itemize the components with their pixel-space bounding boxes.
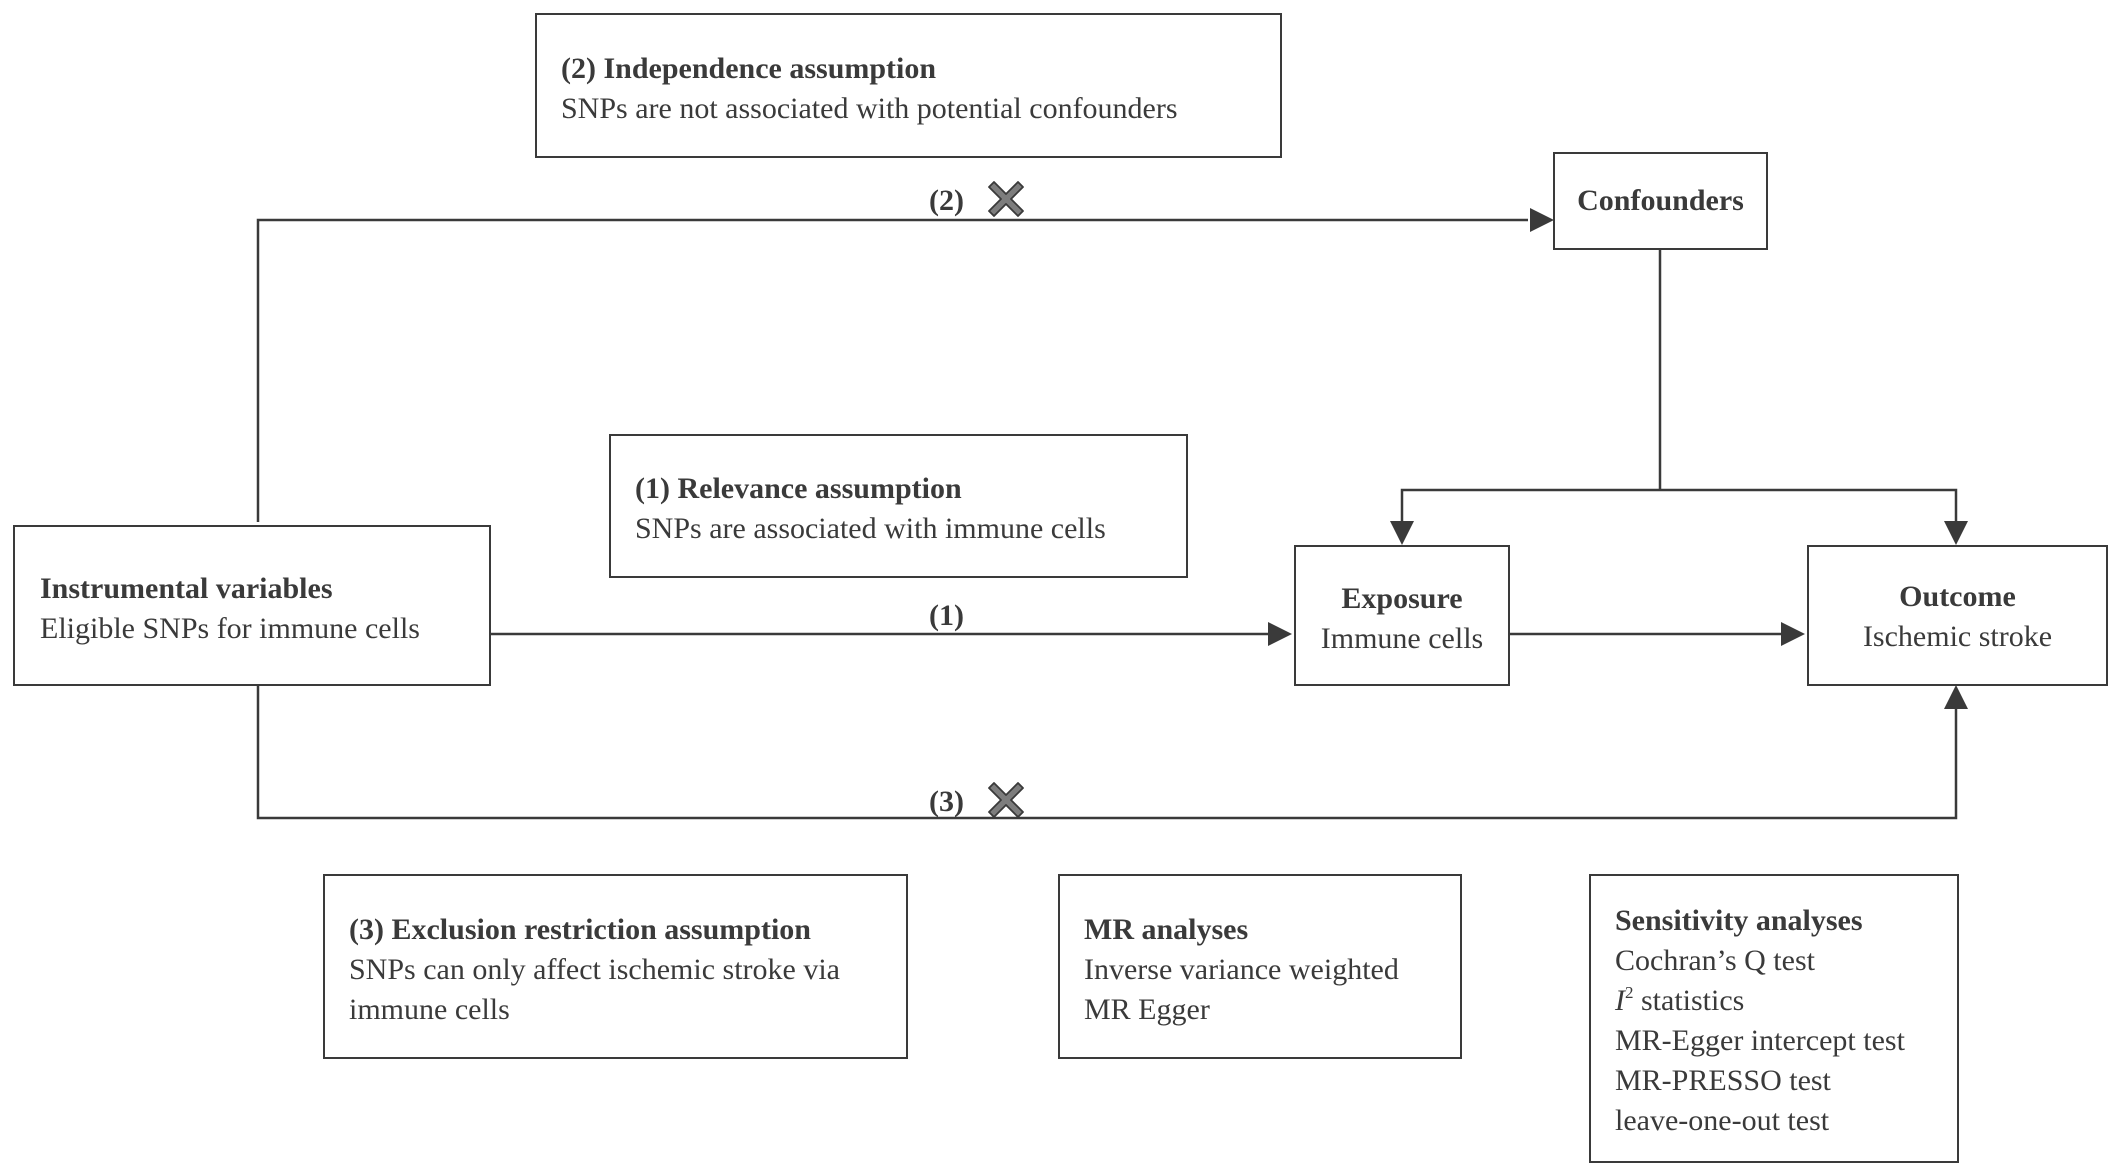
instrumental-variables-box: Instrumental variables Eligible SNPs for… (13, 525, 491, 686)
cross-mark-icon (988, 181, 1024, 217)
i2-superscript: 2 (1625, 983, 1634, 1002)
independence-assumption-text: SNPs are not associated with potential c… (561, 92, 1178, 125)
sensitivity-leave-one-out: leave-one-out test (1615, 1104, 1830, 1137)
sensitivity-cochran-q: Cochran’s Q test (1615, 944, 1815, 977)
cross-mark-icon (988, 782, 1024, 818)
arrowhead-confounders (1530, 208, 1554, 232)
independence-assumption-box: (2) Independence assumption SNPs are not… (535, 13, 1282, 158)
exposure-text: Immune cells (1320, 622, 1484, 655)
outcome-title: Outcome (1899, 580, 2016, 613)
sensitivity-mr-presso: MR-PRESSO test (1615, 1064, 1831, 1097)
independence-assumption-title: (2) Independence assumption (561, 52, 937, 85)
mr-analyses-box: MR analyses Inverse variance weighted MR… (1058, 874, 1462, 1059)
arrowhead-exposure-from-confounders (1390, 521, 1414, 545)
arrowhead-outcome-from-exposure (1781, 622, 1805, 646)
mr-analyses-title: MR analyses (1084, 913, 1249, 946)
confounders-title: Confounders (1577, 184, 1744, 217)
mr-method-ivw: Inverse variance weighted (1084, 953, 1399, 986)
edge-confounders-to-exposure (1400, 488, 1660, 522)
mr-method-egger: MR Egger (1084, 993, 1210, 1026)
arrowhead-outcome-from-instrument (1944, 685, 1968, 709)
i2-letter: I (1615, 984, 1625, 1017)
relevance-assumption-box: (1) Relevance assumption SNPs are associ… (609, 434, 1188, 578)
sensitivity-i2-statistics: I2 statistics (1615, 981, 1957, 1021)
exposure-box: Exposure Immune cells (1294, 545, 1510, 686)
arrowhead-outcome-from-confounders (1944, 521, 1968, 545)
sensitivity-analyses-box: Sensitivity analyses Cochran’s Q test I2… (1589, 874, 1959, 1163)
edge-instrument-to-outcome (256, 686, 1958, 820)
edge-instrument-to-confounders (256, 218, 1528, 522)
outcome-text: Ischemic stroke (1862, 620, 2053, 653)
relevance-assumption-text: SNPs are associated with immune cells (635, 512, 1106, 545)
confounders-box: Confounders (1553, 152, 1768, 250)
path-2-label: (2) (929, 184, 964, 217)
exclusion-restriction-box: (3) Exclusion restriction assumption SNP… (323, 874, 908, 1059)
arrowhead-exposure (1268, 622, 1292, 646)
sensitivity-egger-intercept: MR-Egger intercept test (1615, 1024, 1905, 1057)
exclusion-restriction-text-1: SNPs can only affect ischemic stroke via (349, 953, 840, 986)
i2-rest: statistics (1633, 984, 1745, 1017)
sensitivity-analyses-title: Sensitivity analyses (1615, 904, 1863, 937)
instrumental-variables-title: Instrumental variables (40, 572, 333, 605)
path-3-label: (3) (929, 785, 964, 818)
instrumental-variables-text: Eligible SNPs for immune cells (40, 612, 420, 645)
edge-confounders-to-outcome (1660, 488, 1958, 522)
exclusion-restriction-text-2: immune cells (349, 993, 510, 1026)
path-1-label: (1) (929, 599, 964, 632)
exclusion-restriction-title: (3) Exclusion restriction assumption (349, 913, 811, 946)
relevance-assumption-title: (1) Relevance assumption (635, 472, 962, 505)
exposure-title: Exposure (1341, 582, 1463, 615)
outcome-box: Outcome Ischemic stroke (1807, 545, 2108, 686)
